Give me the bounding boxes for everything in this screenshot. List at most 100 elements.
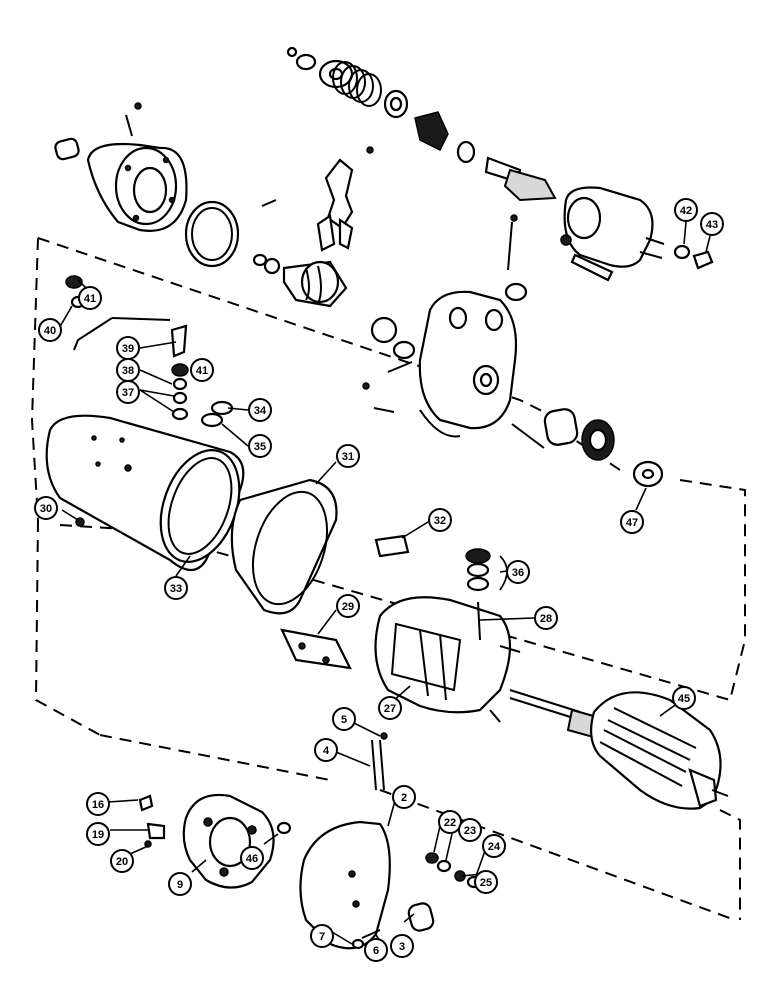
shield-band <box>230 478 338 615</box>
callout-9: 9 <box>168 872 192 896</box>
callout-circle <box>110 849 134 873</box>
callout-39: 39 <box>116 336 140 360</box>
callout-labels: 2345679161920222324252728293031323334353… <box>34 198 724 962</box>
terminal-hardware <box>65 275 234 428</box>
callout-4: 4 <box>314 738 338 762</box>
callout-circle <box>674 198 698 222</box>
callout-number: 16 <box>92 799 104 811</box>
callout-circle <box>310 924 334 948</box>
callout-circle <box>364 938 388 962</box>
field-frame <box>45 414 245 572</box>
callout-41a: 41 <box>78 286 102 310</box>
callout-number: 7 <box>319 931 325 943</box>
callout-circle <box>620 510 644 534</box>
callout-number: 6 <box>373 945 379 957</box>
callout-45: 45 <box>672 686 696 710</box>
callout-circle <box>248 434 272 458</box>
callout-circle <box>34 496 58 520</box>
callout-number: 47 <box>626 517 638 529</box>
callout-5: 5 <box>332 707 356 731</box>
callout-circle <box>86 822 110 846</box>
callout-number: 29 <box>342 601 354 613</box>
callout-number: 9 <box>177 879 183 891</box>
callout-6: 6 <box>364 938 388 962</box>
callout-42: 42 <box>674 198 698 222</box>
callout-47: 47 <box>620 510 644 534</box>
callout-number: 19 <box>92 829 104 841</box>
callout-circle <box>390 934 414 958</box>
callout-38: 38 <box>116 358 140 382</box>
callout-41b: 41 <box>190 358 214 382</box>
callout-circle <box>86 792 110 816</box>
callout-number: 24 <box>488 841 501 853</box>
callout-number: 2 <box>401 792 407 804</box>
callout-number: 46 <box>246 853 258 865</box>
callout-circle <box>458 818 482 842</box>
callout-2: 2 <box>392 785 416 809</box>
callout-35: 35 <box>248 434 272 458</box>
callout-circle <box>116 336 140 360</box>
callout-20: 20 <box>110 849 134 873</box>
callout-29: 29 <box>336 594 360 618</box>
armature <box>509 689 729 810</box>
callout-circle <box>672 686 696 710</box>
callout-circle <box>506 560 530 584</box>
callout-34: 34 <box>248 398 272 422</box>
callout-23: 23 <box>458 818 482 842</box>
callout-number: 39 <box>122 343 134 355</box>
callout-22: 22 <box>438 810 462 834</box>
callout-circle <box>474 870 498 894</box>
callout-number: 38 <box>122 365 134 377</box>
callout-31: 31 <box>336 444 360 468</box>
callout-number: 36 <box>512 567 524 579</box>
callout-40: 40 <box>38 318 62 342</box>
callout-number: 43 <box>706 219 718 231</box>
brush-plate <box>138 793 275 889</box>
callout-circle <box>248 398 272 422</box>
callout-43: 43 <box>700 212 724 236</box>
drive-housing <box>54 102 277 268</box>
callout-27: 27 <box>378 696 402 720</box>
callout-circle <box>378 696 402 720</box>
callout-number: 32 <box>434 515 446 527</box>
callout-circle <box>38 318 62 342</box>
callout-30: 30 <box>34 496 58 520</box>
callout-32: 32 <box>428 508 452 532</box>
callout-number: 33 <box>170 583 182 595</box>
callout-37: 37 <box>116 380 140 404</box>
callout-number: 22 <box>444 817 456 829</box>
field-coils <box>374 596 521 723</box>
callout-circle <box>428 508 452 532</box>
callout-number: 5 <box>341 714 347 726</box>
solenoid <box>560 186 714 282</box>
callout-number: 35 <box>254 441 266 453</box>
callout-circle <box>164 576 188 600</box>
plunger-spring-group <box>286 46 557 202</box>
spring <box>332 61 382 107</box>
callout-number: 30 <box>40 503 52 515</box>
callout-circle <box>78 286 102 310</box>
callout-36: 36 <box>506 560 530 584</box>
callout-number: 23 <box>464 825 476 837</box>
pole-shoe <box>280 628 352 670</box>
lever-housing <box>362 290 615 461</box>
insulator-and-stud <box>374 534 491 592</box>
callout-7: 7 <box>310 924 334 948</box>
callout-46: 46 <box>240 846 264 870</box>
callout-circle <box>240 846 264 870</box>
callout-28: 28 <box>534 606 558 630</box>
callout-number: 27 <box>384 703 396 715</box>
commutator-end-head <box>276 732 482 950</box>
callout-number: 37 <box>122 387 134 399</box>
callout-number: 3 <box>399 941 405 953</box>
callout-number: 41 <box>84 293 96 305</box>
callout-circle <box>336 594 360 618</box>
callout-circle <box>190 358 214 382</box>
callout-circle <box>332 707 356 731</box>
callout-circle <box>168 872 192 896</box>
callout-number: 34 <box>254 405 267 417</box>
callout-number: 41 <box>196 365 208 377</box>
callout-3: 3 <box>390 934 414 958</box>
callout-circle <box>392 785 416 809</box>
